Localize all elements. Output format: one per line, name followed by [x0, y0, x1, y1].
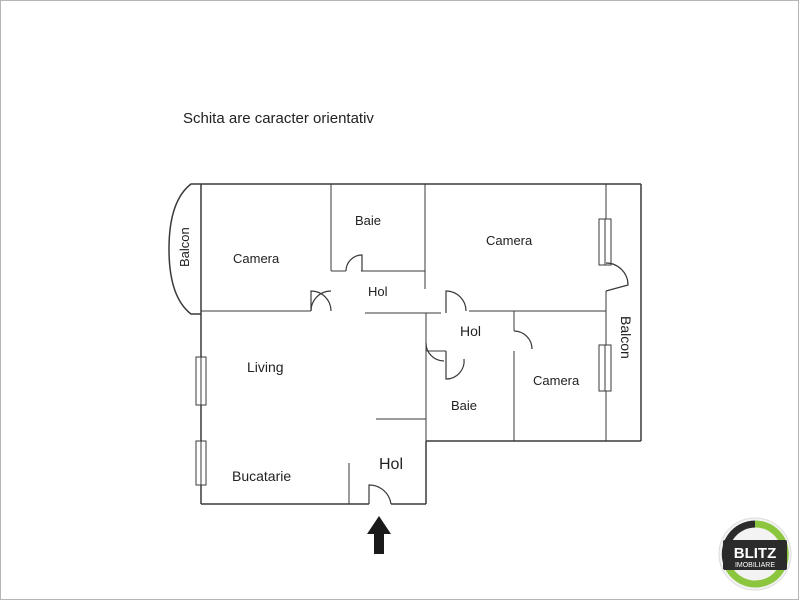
logo-sub: IMOBILIARE: [735, 562, 775, 569]
room-camera-bottom-right: Camera: [533, 373, 580, 388]
room-baie-bottom: Baie: [451, 398, 477, 413]
orientation-note: Schita are caracter orientativ: [183, 110, 374, 127]
blitz-logo: BLITZ IMOBILIARE: [718, 517, 792, 591]
logo-brand: BLITZ: [734, 545, 777, 562]
room-camera-top-right: Camera: [486, 233, 533, 248]
doors: [310, 254, 629, 505]
logo-ring-icon: [723, 520, 789, 588]
room-living: Living: [247, 359, 284, 375]
interior-walls: [201, 184, 607, 504]
room-bucatarie: Bucatarie: [232, 468, 291, 484]
room-hol-entrance: Hol: [379, 456, 403, 473]
room-balcon-right: Balcon: [618, 316, 634, 359]
entrance-arrow-icon: [367, 516, 391, 554]
balcon-left-outline: [168, 183, 201, 315]
room-hol-middle: Hol: [460, 323, 481, 339]
room-camera-left: Camera: [233, 251, 280, 266]
windows: [195, 218, 612, 486]
room-hol-small: Hol: [368, 284, 388, 299]
room-baie-top: Baie: [355, 213, 381, 228]
outer-walls: [200, 183, 642, 505]
room-balcon-left: Balcon: [177, 227, 192, 267]
